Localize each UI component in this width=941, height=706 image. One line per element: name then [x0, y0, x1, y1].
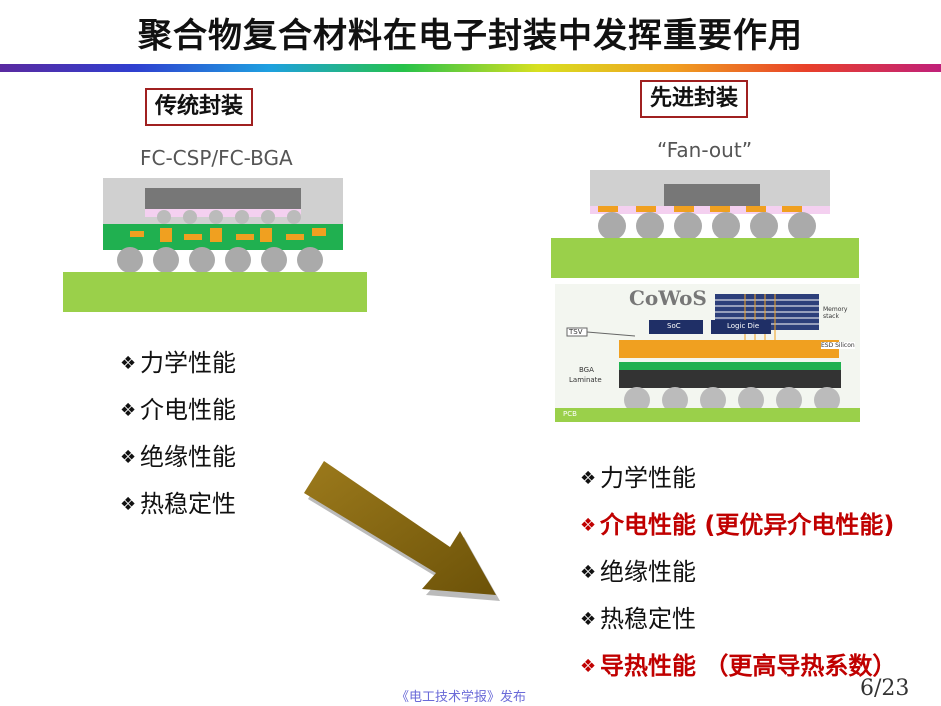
diamond-bullet-icon: ❖	[580, 562, 597, 583]
diamond-bullet-icon: ❖	[120, 447, 137, 468]
footer-source: 《电工技术学报》发布	[396, 690, 527, 705]
diamond-bullet-icon: ❖	[120, 400, 137, 421]
bga-laminate	[619, 370, 841, 388]
pcb-board	[63, 272, 367, 312]
diamond-bullet-icon: ❖	[580, 656, 597, 677]
die	[145, 188, 301, 210]
bullet-item: ❖力学性能	[580, 455, 896, 502]
silicon-interposer	[619, 340, 839, 358]
diamond-bullet-icon: ❖	[120, 494, 137, 515]
traditional-bullet-list: ❖力学性能 ❖介电性能 ❖绝缘性能 ❖热稳定性	[120, 340, 236, 528]
esd-silicon-tag: ESD Silicon	[821, 342, 855, 349]
diamond-bullet-icon: ❖	[120, 353, 137, 374]
tsv-tag: TSV	[569, 328, 583, 336]
logic-die	[711, 320, 771, 334]
diamond-bullet-icon: ❖	[580, 609, 597, 630]
bullet-item: ❖热稳定性	[120, 481, 236, 528]
pcb-tag: PCB	[563, 410, 577, 418]
bga-tag: BGA	[579, 366, 594, 374]
soc-die	[649, 320, 703, 334]
advanced-packaging-label: 先进封装	[640, 80, 749, 118]
laminate-tag: Laminate	[569, 376, 602, 384]
underfill	[145, 209, 301, 217]
cowos-pcb	[555, 408, 860, 422]
fc-csp-bga-label: FC-CSP/FC-BGA	[140, 146, 293, 170]
bullet-item: ❖绝缘性能	[580, 549, 896, 596]
bullet-item: ❖热稳定性	[580, 596, 896, 643]
bullet-item: ❖力学性能	[120, 340, 236, 387]
fc-bga-package-diagram	[63, 178, 367, 312]
cowos-label: CoWoS	[629, 286, 707, 310]
fanout-label: “Fan-out”	[657, 138, 753, 162]
bullet-item-emphasis: ❖导热性能 （更高导热系数）	[580, 643, 896, 690]
transition-arrow-icon	[304, 461, 500, 601]
fanout-pcb	[551, 238, 859, 278]
fanout-package-diagram	[551, 170, 859, 278]
fanout-die	[664, 184, 760, 206]
advanced-bullet-list: ❖力学性能 ❖介电性能 (更优异介电性能) ❖绝缘性能 ❖热稳定性 ❖导热性能 …	[580, 455, 896, 690]
slide-title: 聚合物复合材料在电子封装中发挥重要作用	[138, 16, 803, 56]
diamond-bullet-icon: ❖	[580, 468, 597, 489]
bullet-item: ❖介电性能	[120, 387, 236, 434]
page-number: 6/23	[860, 676, 910, 701]
soc-tag: SoC	[667, 322, 681, 330]
cowos-diagram: CoWoS TSV SoC Logic Die Memory stack ESD…	[555, 284, 860, 422]
diamond-bullet-icon: ❖	[580, 515, 597, 536]
logic-die-tag: Logic Die	[727, 322, 760, 330]
memory-stack-tag: Memory stack	[823, 306, 848, 320]
rainbow-divider	[0, 64, 941, 72]
traditional-packaging-label: 传统封装	[145, 88, 254, 126]
bullet-item: ❖绝缘性能	[120, 434, 236, 481]
bullet-item-emphasis: ❖介电性能 (更优异介电性能)	[580, 502, 896, 549]
